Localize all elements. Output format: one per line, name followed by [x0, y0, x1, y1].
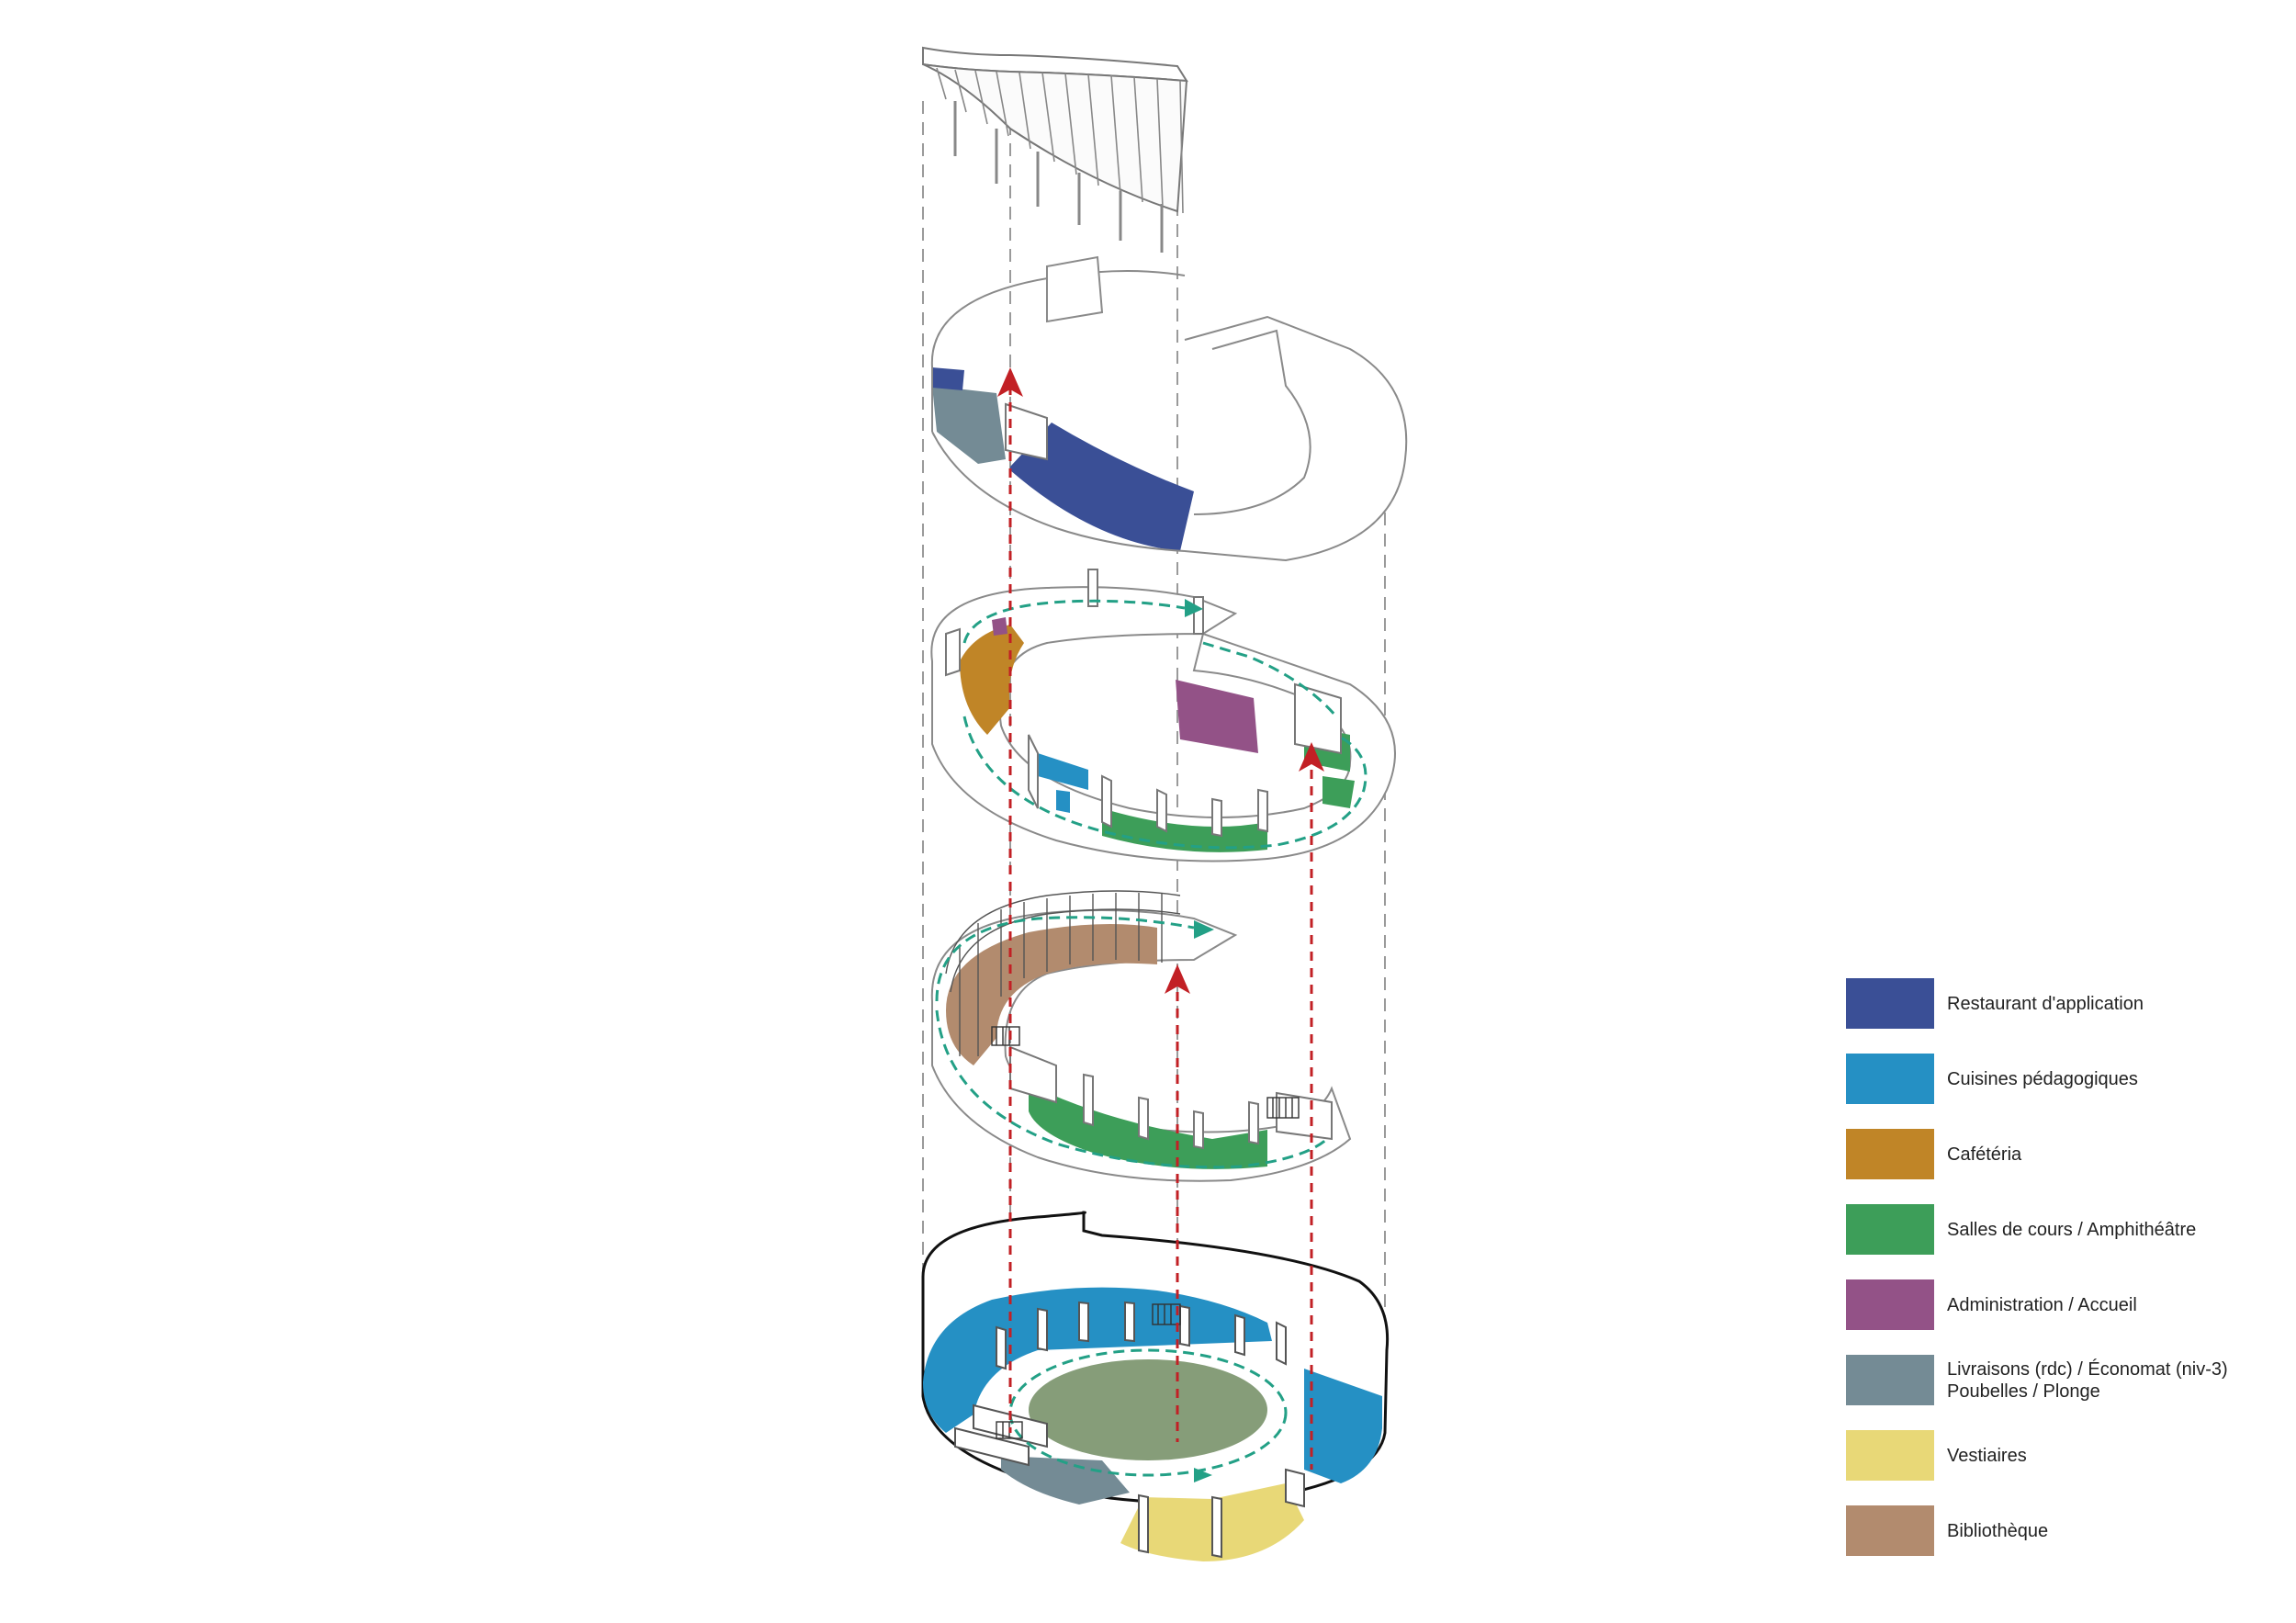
- legend-item-cuisines: Cuisines pédagogiques: [1846, 1054, 2278, 1129]
- zone-economat: [932, 386, 1006, 464]
- zone-cuisines: [1038, 753, 1088, 790]
- legend-label: Salles de cours / Amphithéâtre: [1947, 1219, 2197, 1240]
- circulation-path: [962, 599, 1186, 644]
- legend: Restaurant d'application Cuisines pédago…: [1846, 978, 2278, 1581]
- arrow-up-icon: [1165, 964, 1190, 994]
- legend-swatch: [1846, 1129, 1934, 1179]
- arrow-up-icon: [997, 367, 1023, 397]
- legend-item-salles: Salles de cours / Amphithéâtre: [1846, 1204, 2278, 1279]
- circulation-path: [935, 1009, 1328, 1169]
- level-ground-floor: [921, 1211, 1390, 1561]
- courtyard: [1029, 1359, 1267, 1460]
- legend-label: Cafétéria: [1947, 1144, 2022, 1165]
- legend-label: Bibliothèque: [1947, 1520, 2049, 1541]
- level-restaurant: [930, 255, 1408, 562]
- legend-swatch: [1846, 978, 1934, 1029]
- zone-cafeteria: [960, 625, 1024, 735]
- level-classrooms-cafeteria: [930, 569, 1396, 862]
- zone-cuisines: [1304, 1369, 1382, 1483]
- legend-label: Restaurant d'application: [1947, 993, 2144, 1014]
- legend-label: Vestiaires: [1947, 1445, 2027, 1466]
- stair: [996, 1303, 1181, 1439]
- zone-bibliotheque: [946, 924, 1157, 1065]
- zone-restaurant: [1010, 423, 1194, 551]
- legend-swatch: [1846, 1430, 1934, 1481]
- legend-item-cafeteria: Cafétéria: [1846, 1129, 2278, 1204]
- legend-swatch: [1846, 1054, 1934, 1104]
- legend-item-vestiaires: Vestiaires: [1846, 1430, 2278, 1505]
- circulation-path: [962, 716, 1367, 850]
- arrow-right-icon: [1194, 920, 1214, 939]
- legend-item-administration: Administration / Accueil: [1846, 1279, 2278, 1355]
- legend-label: Administration / Accueil: [1947, 1294, 2137, 1315]
- legend-swatch: [1846, 1204, 1934, 1255]
- circulation-path: [1008, 1348, 1288, 1477]
- arrow-right-icon: [1194, 1468, 1212, 1482]
- zone-cuisines: [1056, 790, 1070, 813]
- legend-item-livraisons: Livraisons (rdc) / Économat (niv-3) Poub…: [1846, 1355, 2278, 1430]
- zone-administration: [1176, 680, 1258, 753]
- stair: [991, 1026, 1300, 1119]
- zone-restaurant: [932, 367, 964, 390]
- legend-label: Cuisines pédagogiques: [1947, 1068, 2138, 1089]
- legend-item-restaurant: Restaurant d'application: [1846, 978, 2278, 1054]
- zone-livraisons: [1001, 1456, 1130, 1505]
- level-library-classrooms: [930, 890, 1352, 1182]
- vertical-circulation: [1008, 386, 1313, 1470]
- legend-swatch: [1846, 1355, 1934, 1405]
- legend-swatch: [1846, 1505, 1934, 1556]
- arrow-up-icon: [1299, 742, 1324, 772]
- zone-salles: [1322, 776, 1355, 808]
- roof-structure: [922, 46, 1188, 253]
- zone-administration: [992, 617, 1007, 636]
- legend-swatch: [1846, 1279, 1934, 1330]
- circulation-path: [935, 916, 1195, 1002]
- arrow-right-icon: [1185, 599, 1203, 617]
- legend-label: Livraisons (rdc) / Économat (niv-3) Poub…: [1947, 1358, 2228, 1402]
- legend-item-bibliotheque: Bibliothèque: [1846, 1505, 2278, 1581]
- circulation-path: [1202, 641, 1338, 717]
